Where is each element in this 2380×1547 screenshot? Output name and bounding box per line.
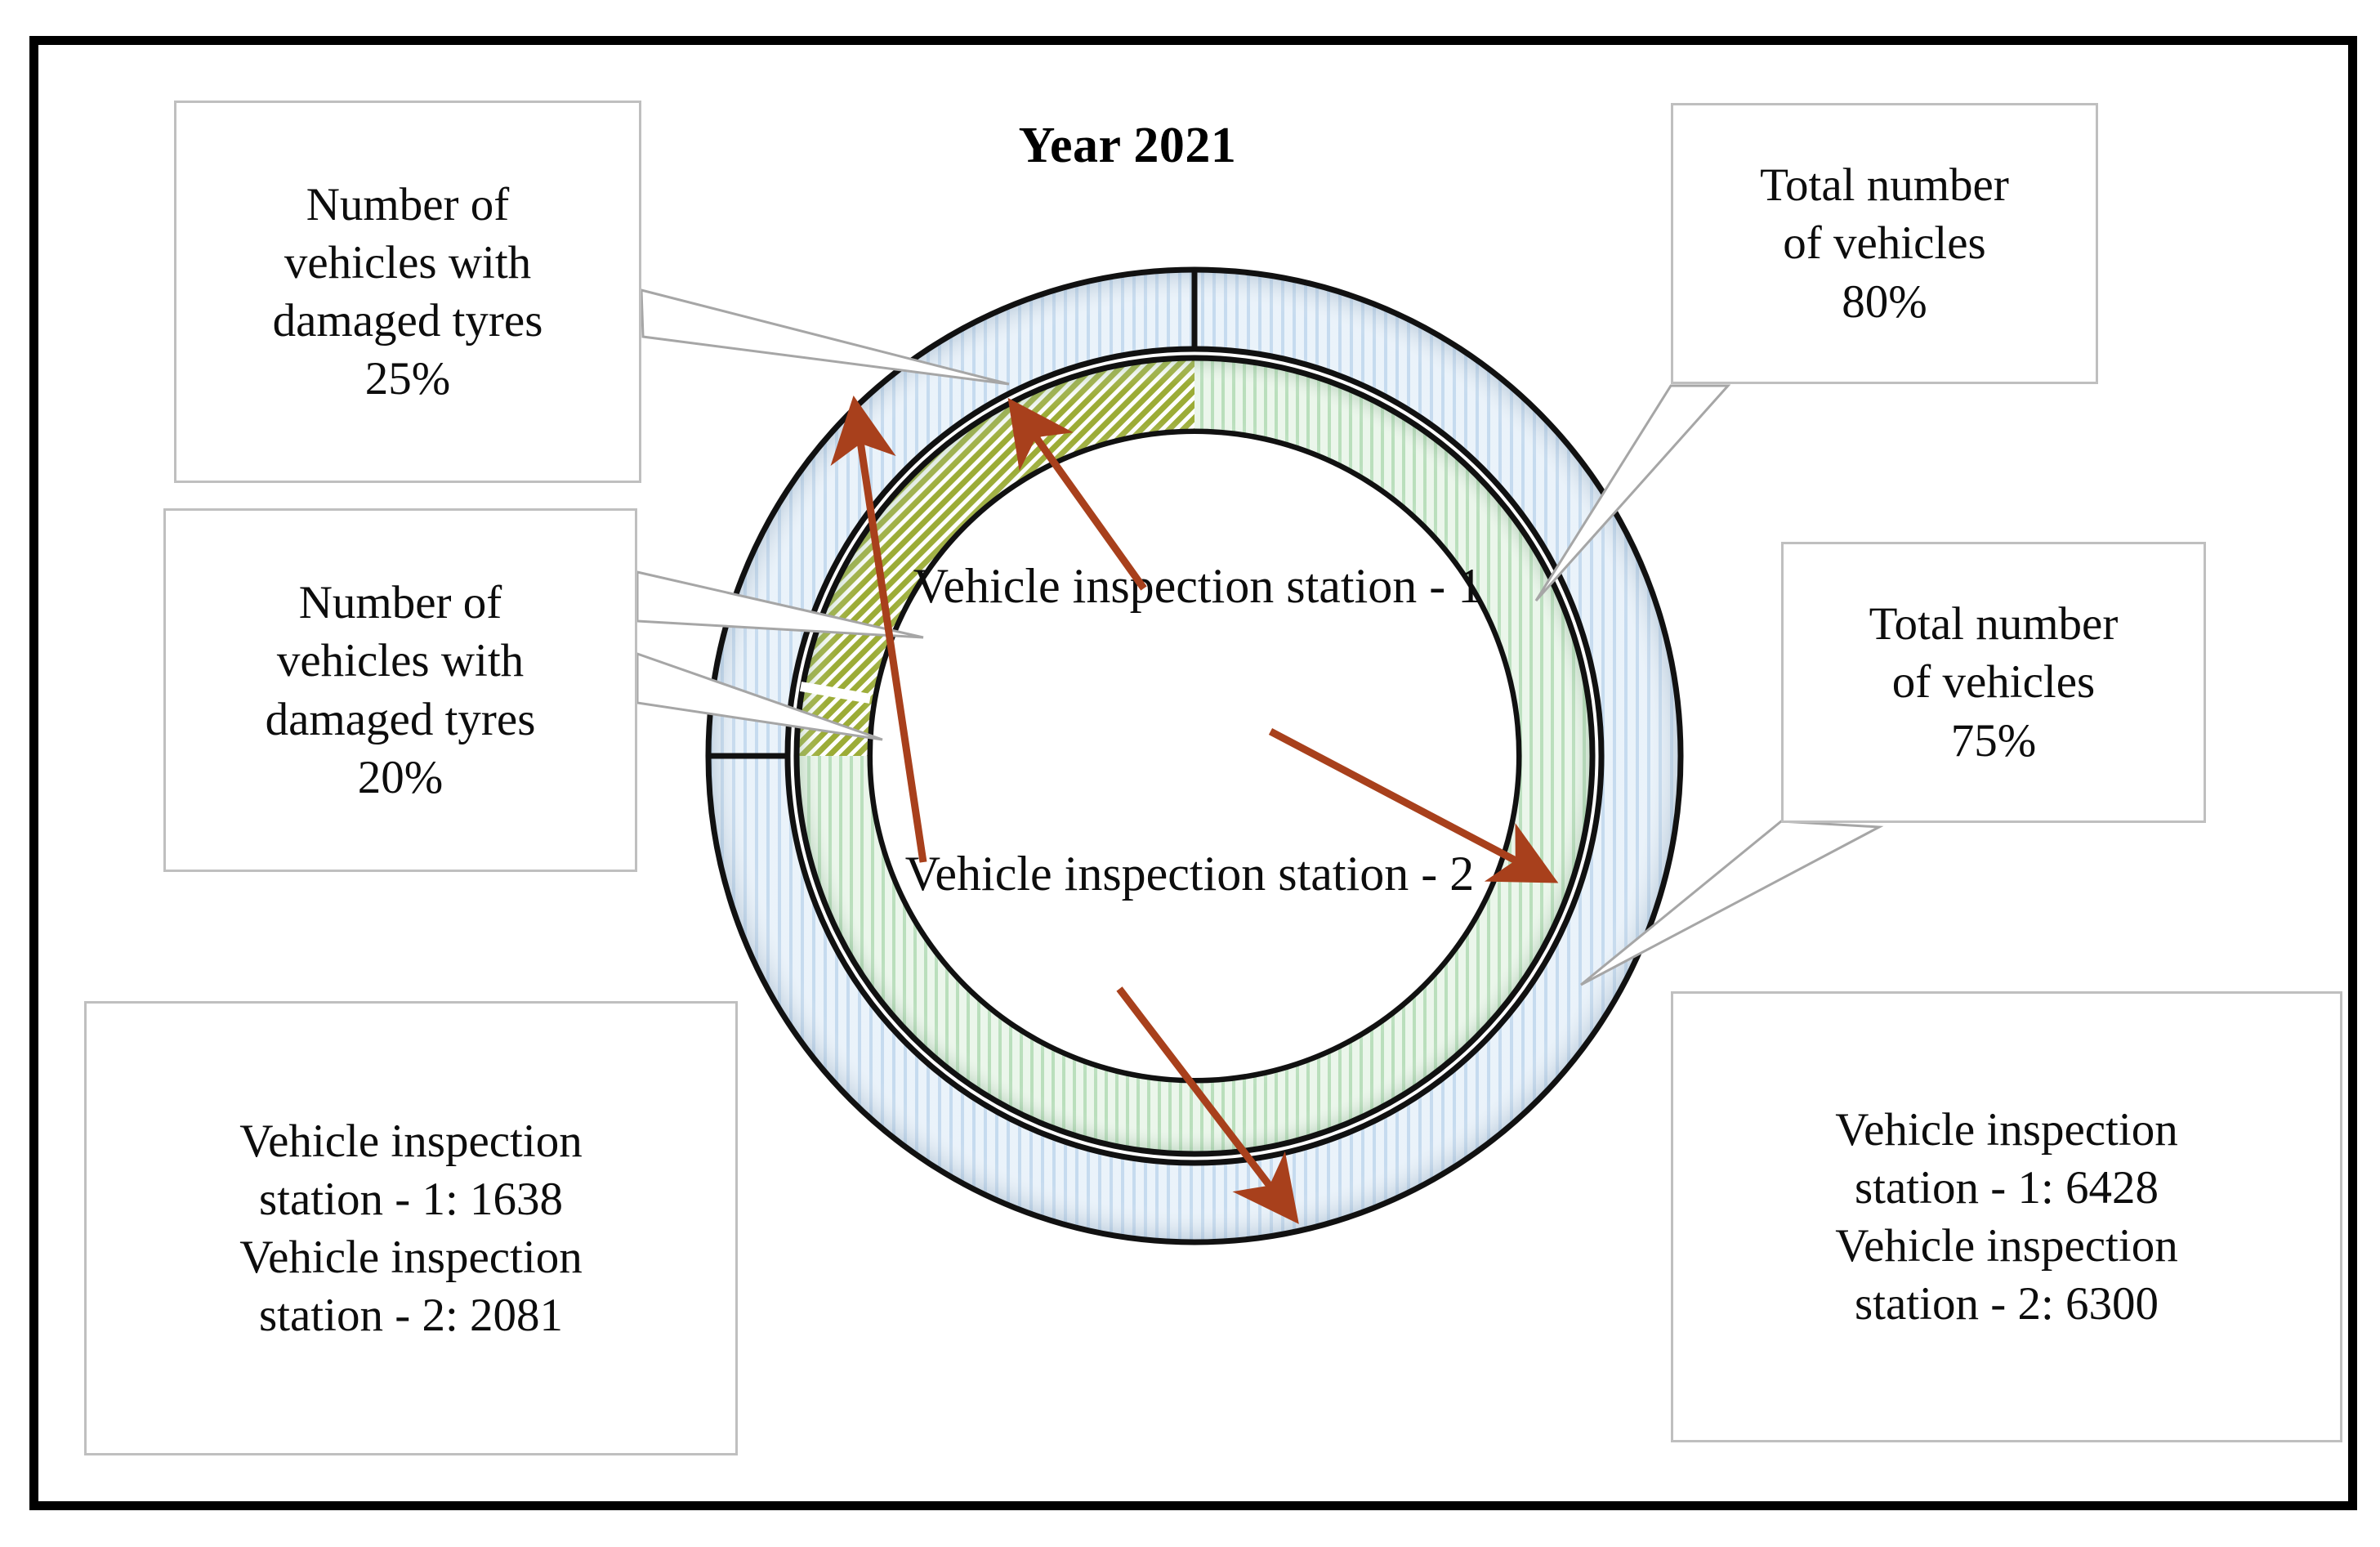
callout-line: damaged tyres (272, 295, 543, 347)
callout-line: Vehicle inspection (1835, 1220, 2178, 1272)
callout-line: station - 2: 6300 (1854, 1278, 2159, 1330)
callout-total-vehicles-counts[interactable]: Vehicle inspection station - 1: 6428 Veh… (1671, 991, 2342, 1442)
callout-line: Vehicle inspection (239, 1115, 583, 1167)
callout-line: Total number (1869, 598, 2119, 651)
callout-damaged-tyres-25[interactable]: Number of vehicles with damaged tyres 25… (174, 101, 641, 483)
callout-total-vehicles-80[interactable]: Total number of vehicles 80% (1671, 103, 2098, 384)
callout-line: of vehicles (1783, 217, 1986, 270)
callout-value: 80% (1842, 275, 1927, 328)
callout-line: station - 2: 2081 (258, 1290, 564, 1342)
callout-line: Total number (1760, 159, 2009, 212)
callout-damaged-tyres-counts[interactable]: Vehicle inspection station - 1: 1638 Veh… (84, 1001, 738, 1455)
callout-damaged-tyres-20[interactable]: Number of vehicles with damaged tyres 20… (163, 508, 637, 872)
callout-line: station - 1: 1638 (258, 1173, 564, 1225)
page-title: Year 2021 (1018, 118, 1237, 173)
callout-line: of vehicles (1891, 656, 2096, 709)
callout-line: vehicles with (284, 236, 532, 288)
callout-line: vehicles with (276, 635, 525, 687)
callout-total-vehicles-75[interactable]: Total number of vehicles 75% (1781, 542, 2206, 823)
center-label-station-2: Vehicle inspection station - 2 (904, 847, 1475, 901)
callout-line: damaged tyres (265, 693, 536, 745)
callout-line: Number of (298, 577, 502, 628)
callout-line: Number of (306, 178, 510, 230)
callout-line: Vehicle inspection (239, 1232, 583, 1283)
callout-value: 20% (357, 751, 444, 803)
callout-line: station - 1: 6428 (1854, 1161, 2159, 1214)
callout-value: 75% (1950, 714, 2037, 767)
callout-line: Vehicle inspection (1835, 1103, 2178, 1156)
center-label-station-1: Vehicle inspection station - 1 (913, 559, 1483, 613)
callout-value: 25% (364, 353, 451, 405)
